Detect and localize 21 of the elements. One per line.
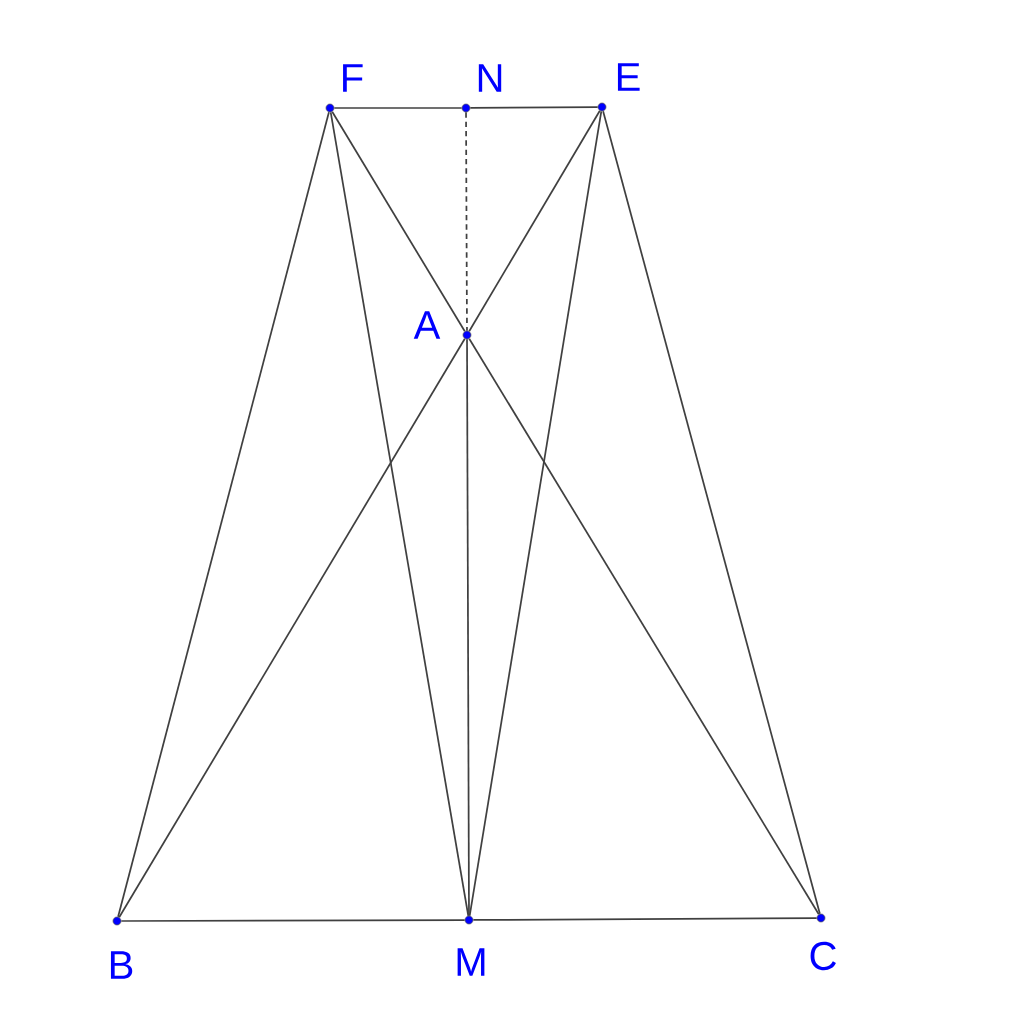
line-segment [472,917,818,921]
point-label: A [413,311,441,339]
line-segment [468,109,601,333]
point-label: E [617,63,640,91]
point-label: F [343,64,363,92]
point-label: B [110,951,133,979]
point-label: M [457,948,485,976]
line-segment [120,919,466,922]
line-segment [331,110,466,333]
dashed-line [465,111,468,332]
line-segment [333,107,463,109]
line-segment [602,110,821,915]
line-segment [469,106,599,109]
line-segment [329,111,470,917]
line-segment [118,337,466,919]
point-label: C [810,941,836,971]
point-label: N [478,64,502,92]
line-segment [466,338,470,917]
line-segment [117,111,330,918]
line-segment [468,110,603,917]
line-segment [468,337,820,916]
